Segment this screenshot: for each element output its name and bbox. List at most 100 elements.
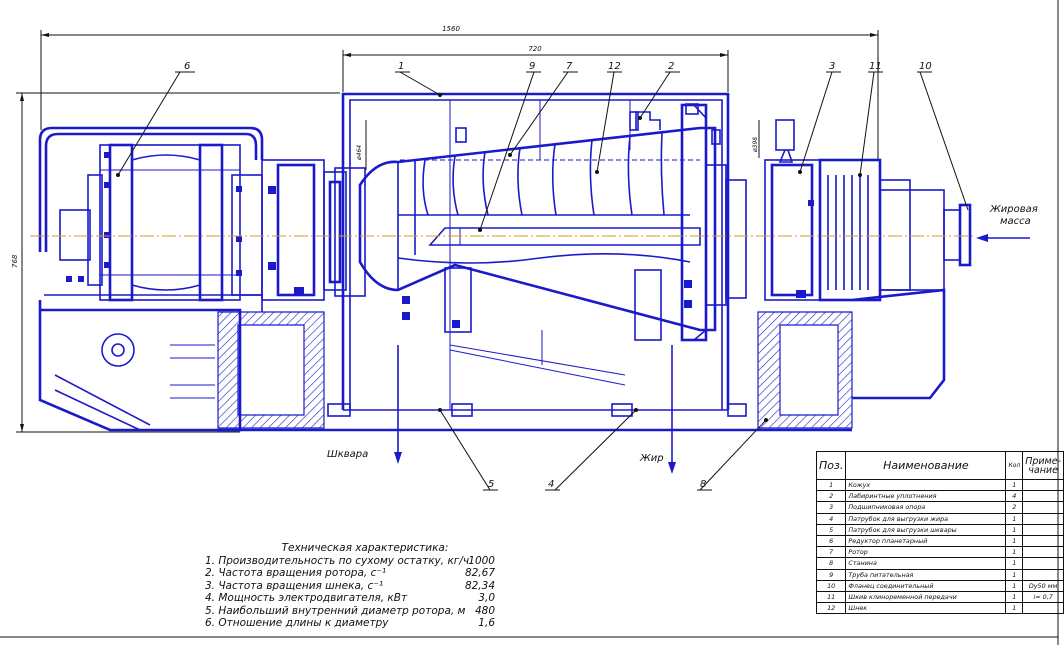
- pos-label-4: 4: [548, 479, 554, 490]
- dimension-lines: 1560 720 768 ø464 ø398: [11, 25, 879, 433]
- parts-cell-name: Патрубок для выгрузки жира: [845, 512, 1007, 525]
- specs-rows: 1. Производительность по сухому остатку,…: [205, 555, 505, 629]
- spec-label: 3. Частота вращения шнека, с⁻¹: [205, 579, 384, 592]
- spec-value: 3,0: [478, 592, 495, 605]
- parts-cell-name: Подшипниковая опора: [845, 501, 1007, 514]
- parts-cell-pos: 1: [815, 478, 847, 492]
- parts-cell-qty: 1: [1005, 602, 1024, 615]
- dim-overall-height: 768: [11, 254, 19, 268]
- pos-label-11: 11: [869, 61, 882, 72]
- flow-label-outlet-left: Шквара: [327, 449, 368, 460]
- pos-label-10: 10: [919, 61, 932, 72]
- pos-label-7: 7: [566, 61, 573, 72]
- planetary-gearbox: [38, 126, 264, 302]
- casing: [327, 92, 747, 417]
- parts-cell-note: [1022, 568, 1064, 581]
- parts-cell-pos: 8: [815, 557, 847, 570]
- parts-header-pos: Поз.: [815, 451, 847, 480]
- dim-overall-length: 1560: [442, 25, 460, 33]
- parts-cell-qty: 2: [1005, 501, 1024, 514]
- spec-row: 2. Частота вращения ротора, с⁻¹ 82,67: [205, 567, 505, 579]
- spec-label: 2. Частота вращения ротора, с⁻¹: [205, 567, 387, 580]
- spec-label: 6. Отношение длины к диаметру: [205, 616, 389, 629]
- parts-cell-name: Станина: [845, 557, 1007, 570]
- parts-cell-name: Лабиринтные уплотнения: [845, 490, 1007, 503]
- technical-specs: Техническая характеристика: 1. Производи…: [205, 542, 505, 629]
- parts-cell-note: [1022, 534, 1064, 548]
- parts-cell-qty: 1: [1005, 546, 1024, 559]
- pos-label-3: 3: [829, 61, 835, 72]
- v-belt-pulley: [818, 158, 972, 302]
- parts-cell-qty: 1: [1005, 478, 1024, 492]
- parts-cell-name: Редуктор планетарный: [845, 534, 1007, 548]
- parts-cell-pos: 2: [815, 490, 847, 503]
- parts-cell-pos: 6: [815, 534, 847, 548]
- leader-lines: [117, 71, 969, 491]
- parts-cell-pos: 11: [815, 590, 847, 604]
- dim-diameter-right: ø398: [752, 137, 759, 153]
- pos-label-12: 12: [608, 61, 621, 72]
- spec-row: 6. Отношение длины к диаметру 1,6: [205, 617, 505, 629]
- parts-cell-pos: 9: [815, 568, 847, 581]
- parts-cell-name: Кожух: [845, 478, 1007, 492]
- pos-label-1: 1: [398, 61, 404, 72]
- dim-housing-width: 720: [528, 45, 542, 53]
- parts-header-note: Приме- чание: [1022, 451, 1064, 480]
- pos-label-2: 2: [668, 61, 674, 72]
- bearing-support-right: [764, 119, 821, 301]
- frame-left-base: [38, 294, 263, 432]
- parts-header-name: Наименование: [845, 451, 1007, 480]
- parts-cell-name: Ротор: [845, 546, 1007, 559]
- parts-cell-note: [1022, 546, 1064, 559]
- spec-value: 480: [474, 604, 495, 617]
- parts-cell-note: [1022, 523, 1064, 536]
- parts-cell-qty: 1: [1005, 512, 1024, 525]
- frame-right-base: [218, 288, 946, 432]
- parts-cell-note: [1022, 602, 1064, 615]
- parts-cell-name: Шкив клиноременной передачи: [845, 590, 1007, 604]
- bearing-support-left: [261, 159, 347, 301]
- parts-cell-pos: 4: [815, 512, 847, 525]
- specs-title: Техническая характеристика:: [281, 542, 449, 554]
- rotor: [328, 103, 747, 342]
- spec-label: 1. Производительность по сухому остатку,…: [205, 555, 470, 567]
- pos-label-6: 6: [184, 61, 190, 72]
- leader-dots: [116, 93, 862, 422]
- parts-cell-qty: 4: [1005, 490, 1024, 503]
- parts-cell-qty: 1: [1005, 557, 1024, 570]
- parts-cell-qty: 1: [1005, 534, 1024, 548]
- parts-cell-note: [1022, 512, 1064, 525]
- spec-label: 5. Наибольший внутренний диаметр ротора,…: [205, 604, 466, 617]
- spec-label: 4. Мощность электродвигателя, кВт: [205, 592, 408, 605]
- parts-cell-note: i= 0,7: [1022, 590, 1064, 604]
- spec-value: 1,6: [478, 616, 495, 629]
- pos-label-8: 8: [700, 479, 706, 490]
- parts-cell-pos: 5: [815, 523, 847, 536]
- flow-label-inlet-word: Жировая: [989, 204, 1038, 215]
- parts-cell-pos: 10: [815, 579, 847, 592]
- parts-cell-note: [1022, 501, 1064, 514]
- spec-value: 82,34: [464, 579, 495, 592]
- parts-cell-pos: 3: [815, 501, 847, 514]
- parts-cell-qty: 1: [1005, 590, 1024, 604]
- parts-cell-name: Патрубок для выгрузки шквары: [845, 523, 1007, 536]
- parts-header-row: Поз. Наименование Кол Приме- чание: [815, 451, 1064, 480]
- parts-cell-note: Dу50 мм: [1022, 579, 1064, 592]
- parts-cell-name: Шнек: [845, 602, 1007, 615]
- spec-value: 82,67: [464, 567, 495, 580]
- pos-label-9: 9: [529, 61, 535, 72]
- flow-label-inlet-word: масса: [1000, 216, 1031, 227]
- parts-cell-name: Труба питательная: [845, 568, 1007, 581]
